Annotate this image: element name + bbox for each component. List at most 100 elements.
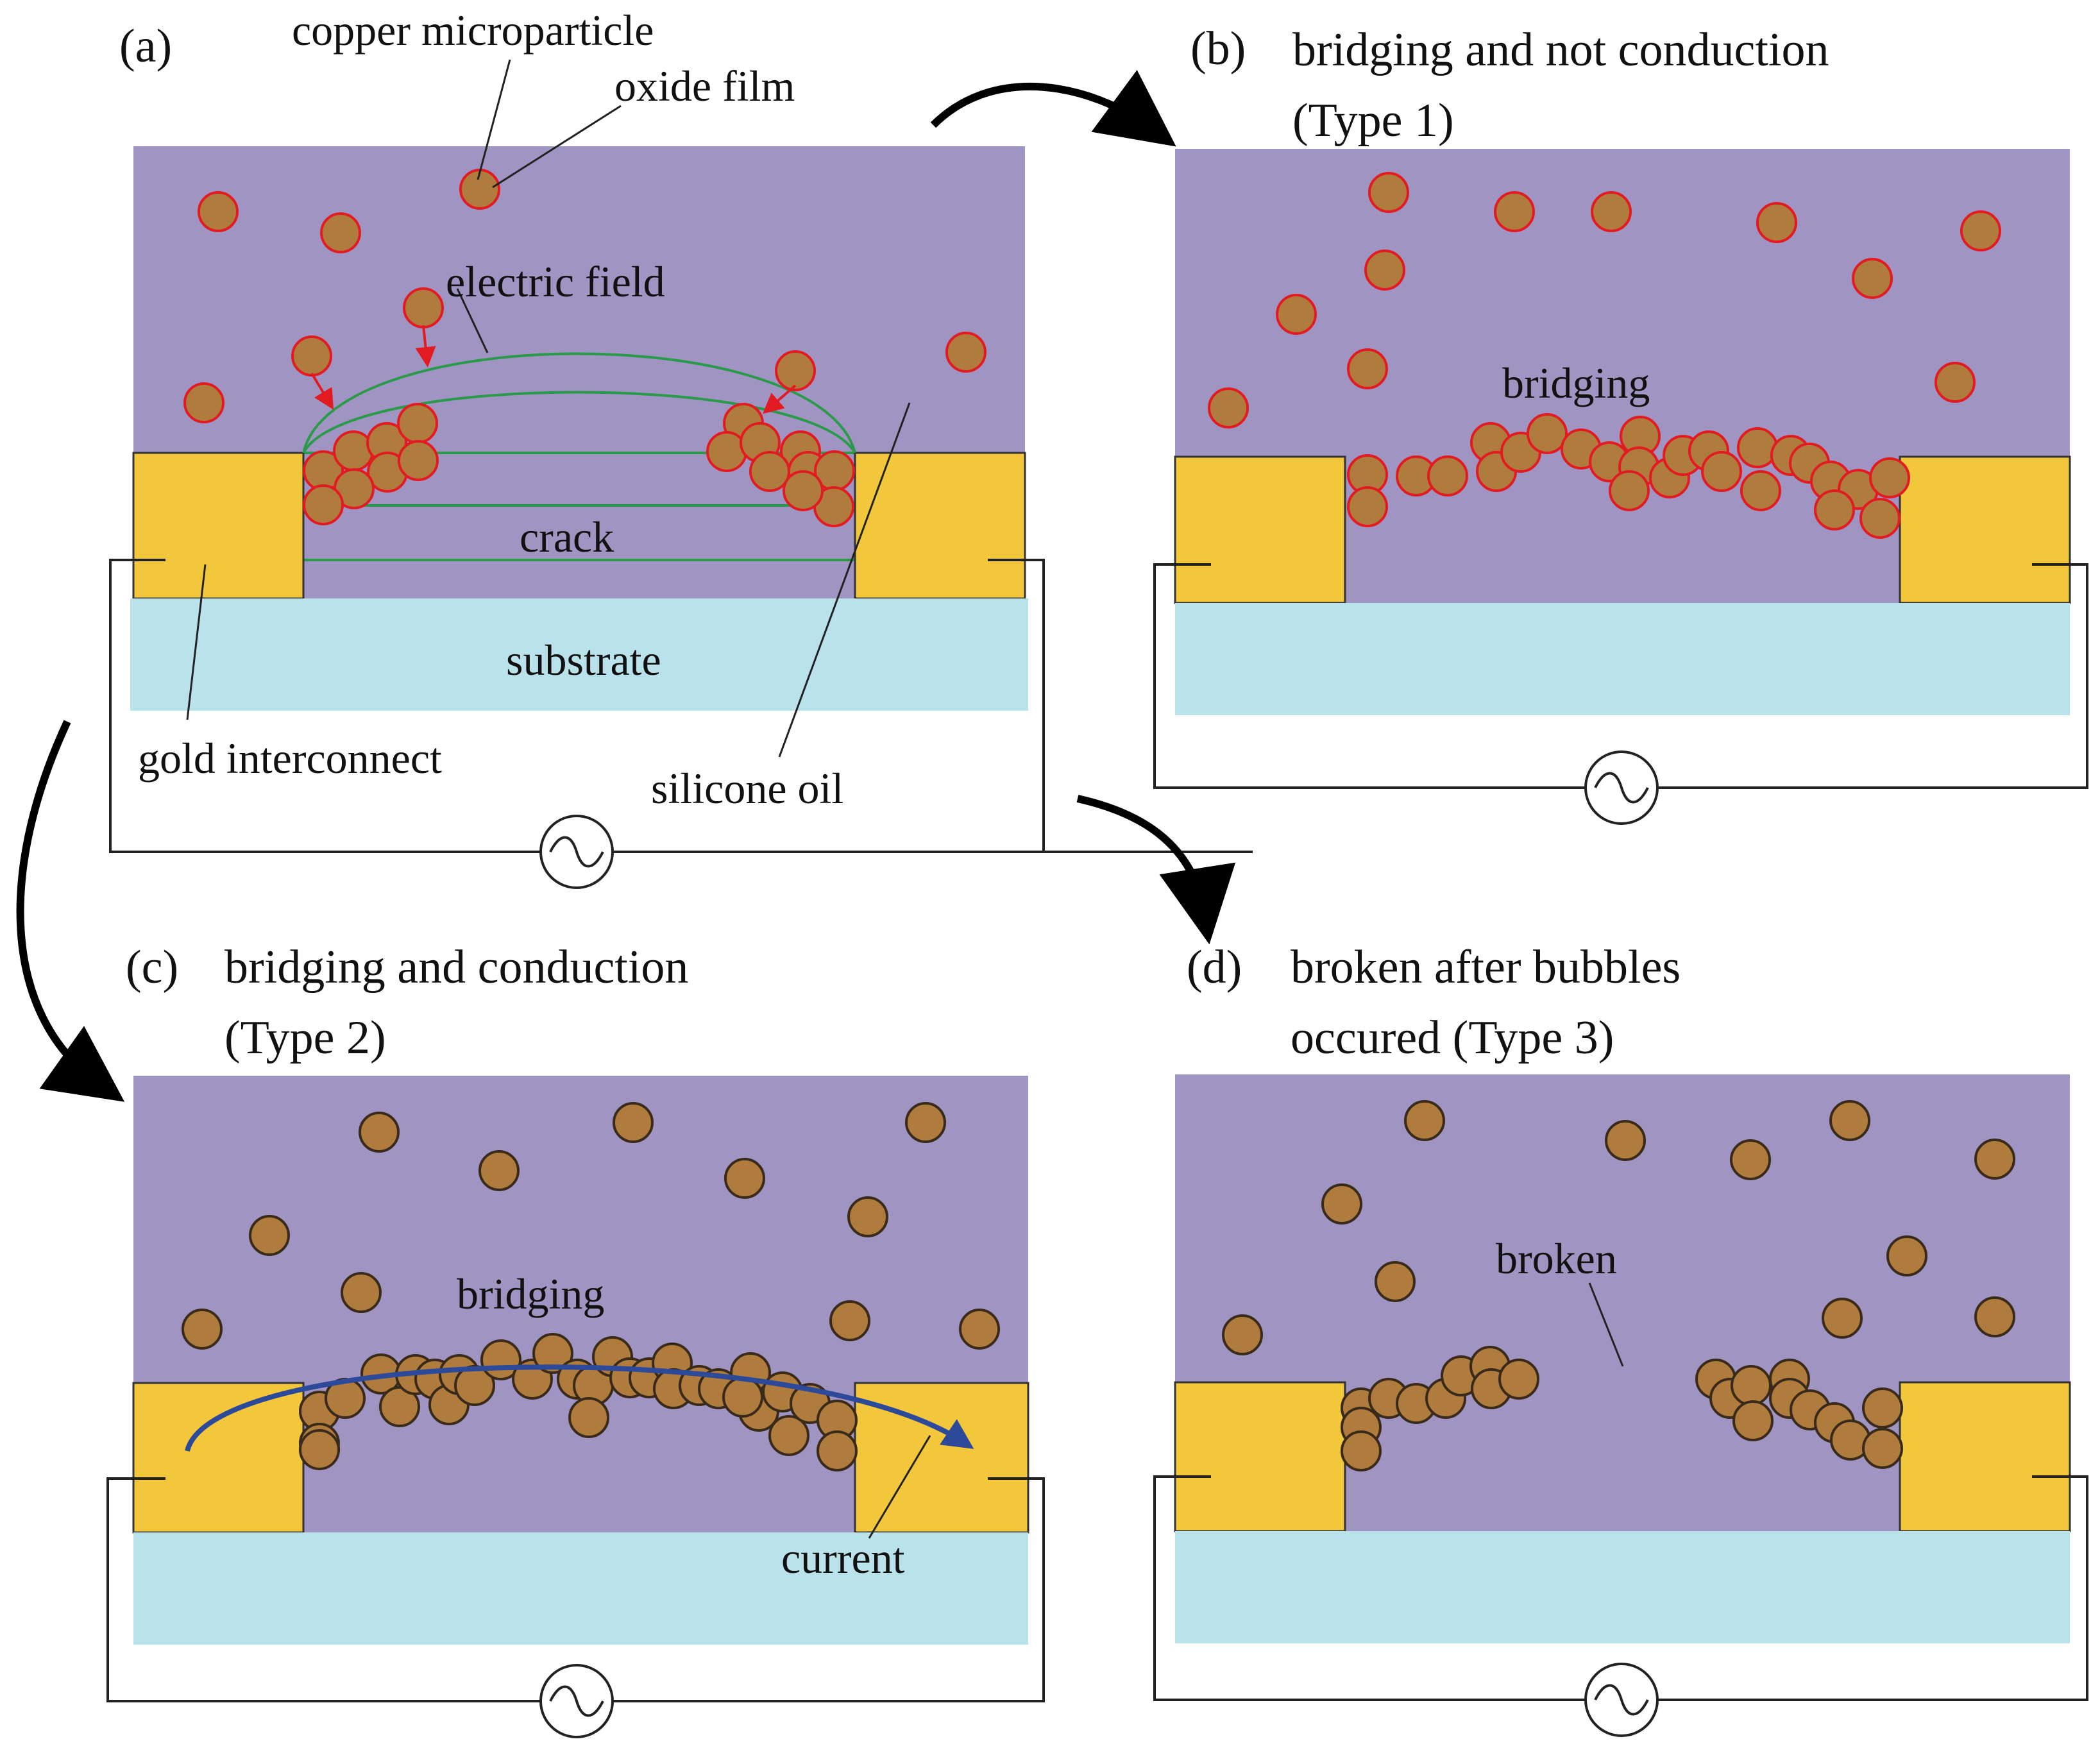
- copper-particle: [1341, 1430, 1382, 1471]
- copper-particle: [398, 440, 439, 481]
- panel-c: (c) bridging and conduction (Type 2) bri…: [106, 941, 1045, 1738]
- copper-particle: [768, 1415, 809, 1456]
- copper-particle: [749, 451, 790, 492]
- copper-particle: [1701, 451, 1742, 492]
- copper-particle: [775, 350, 816, 391]
- copper-particle: [320, 212, 361, 253]
- substrate: [130, 598, 1028, 711]
- panel-d-title-line2: occured (Type 3): [1291, 1012, 1614, 1064]
- copper-particle: [1852, 258, 1893, 299]
- copper-particle: [1347, 348, 1388, 389]
- particle-group: [1222, 1100, 2015, 1471]
- circuit-wire: [109, 559, 542, 853]
- copper-particle: [1737, 427, 1778, 468]
- substrate: [1175, 1531, 2070, 1643]
- circuit-wire: [1153, 1475, 1586, 1701]
- copper-particle: [397, 403, 438, 444]
- gold-interconnect-right: [1899, 455, 2071, 604]
- gold-interconnect-left: [1174, 455, 1346, 604]
- copper-particle: [1859, 498, 1901, 539]
- current-arrow: [185, 1364, 974, 1452]
- copper-particle: [249, 1215, 290, 1256]
- gold-interconnect-left: [1174, 1381, 1346, 1532]
- copper-particle: [847, 1196, 888, 1237]
- copper-particle: [613, 1102, 654, 1143]
- circuit-wire: [1657, 563, 2088, 789]
- copper-particle: [198, 191, 239, 232]
- copper-particle: [341, 1272, 382, 1313]
- copper-particle: [333, 430, 374, 471]
- copper-particle: [1276, 294, 1317, 335]
- copper-particle: [291, 335, 332, 377]
- label-crack: crack: [520, 513, 614, 561]
- label-electric-field: electric field: [446, 257, 665, 306]
- copper-particle: [568, 1397, 609, 1438]
- panel-b-title-line1: bridging and not conduction: [1292, 24, 1829, 76]
- ac-source-icon: [539, 815, 614, 889]
- copper-particle: [303, 484, 344, 525]
- ac-source-icon: [1584, 1663, 1659, 1737]
- copper-particle: [1427, 455, 1468, 496]
- copper-particle: [1814, 489, 1855, 530]
- copper-particle: [1368, 172, 1409, 213]
- curved-arrow-icon: [16, 69, 1236, 1102]
- circuit-wire: [1153, 563, 1586, 789]
- copper-particle: [1732, 1400, 1774, 1441]
- panel-letter-b: (b): [1190, 22, 1246, 75]
- label-silicone-oil: silicone oil: [651, 764, 843, 813]
- copper-particle: [532, 1333, 573, 1374]
- panel-b-title-line2: (Type 1): [1292, 94, 1454, 147]
- copper-particle: [1404, 1100, 1445, 1141]
- copper-particle: [1605, 1120, 1646, 1161]
- copper-particle: [722, 1377, 763, 1418]
- substrate: [1175, 603, 2070, 715]
- gold-interconnect-right: [854, 452, 1026, 600]
- copper-particle: [1347, 486, 1388, 527]
- copper-particle: [183, 382, 224, 423]
- label-gold-interconnect: gold interconnect: [138, 734, 442, 783]
- label-copper-microparticle: copper microparticle: [292, 6, 654, 55]
- copper-particle: [783, 470, 824, 511]
- circuit-wire: [613, 1477, 1045, 1702]
- circuit-wire: [106, 1477, 541, 1702]
- copper-particle: [1321, 1183, 1362, 1225]
- copper-particle: [1740, 470, 1781, 511]
- panel-c-title-line2: (Type 2): [224, 1012, 386, 1064]
- copper-particle: [1609, 470, 1650, 511]
- copper-particle: [359, 1112, 400, 1153]
- circuit-wire: [1657, 1475, 2088, 1701]
- copper-particle: [1974, 1296, 2015, 1337]
- panel-letter-c: (c): [126, 941, 178, 994]
- copper-particle: [1375, 1261, 1416, 1302]
- copper-particle: [1869, 457, 1910, 498]
- leader-line-broken: [1588, 1282, 1624, 1367]
- copper-particle: [829, 1300, 870, 1341]
- particle-group: [182, 1102, 1000, 1471]
- ac-source-icon: [539, 1664, 614, 1738]
- copper-particle: [1862, 1428, 1903, 1469]
- label-bridging: bridging: [457, 1269, 604, 1318]
- panel-letter-d: (d): [1187, 941, 1242, 994]
- panel-letter-a: (a): [119, 20, 172, 72]
- label-broken: broken: [1496, 1234, 1617, 1283]
- label-current: current: [781, 1534, 905, 1582]
- copper-particle: [1974, 1139, 2015, 1180]
- copper-particle: [299, 1429, 340, 1470]
- panel-d-title-line1: broken after bubbles: [1291, 941, 1681, 994]
- copper-particle: [1822, 1298, 1863, 1339]
- copper-particle: [724, 1158, 765, 1199]
- particle-motion-arrows: [310, 325, 797, 414]
- label-bridging: bridging: [1502, 359, 1650, 407]
- particle-group: [183, 169, 986, 527]
- label-oxide-film: oxide film: [614, 62, 795, 110]
- copper-particle: [478, 1150, 520, 1191]
- circuit-wire: [988, 559, 1253, 853]
- particle-group: [1208, 172, 2001, 539]
- leader-line-current: [868, 1435, 931, 1539]
- gold-interconnect-left: [132, 452, 305, 600]
- copper-particle: [1756, 202, 1797, 243]
- copper-particle: [945, 332, 986, 373]
- panel-a: (a) copper microparticle oxide film elec…: [109, 6, 1253, 889]
